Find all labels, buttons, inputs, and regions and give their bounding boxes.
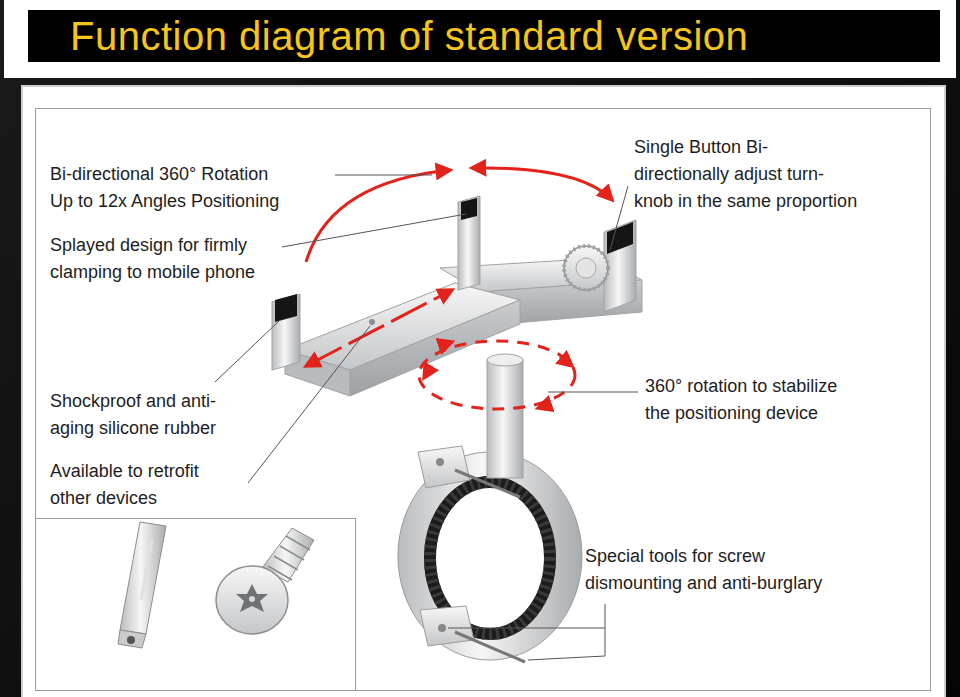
callout-label: Bi-directional 360° Rotation Up to 12x A…	[50, 161, 282, 215]
leader-line	[282, 214, 466, 247]
leader-line	[548, 392, 638, 393]
leader-line	[335, 175, 432, 176]
stem-rotation-arrow	[419, 341, 575, 409]
rotation-arrow	[306, 170, 450, 262]
clamp-ear	[420, 606, 474, 646]
title-bar	[28, 10, 940, 62]
turn-knob	[564, 246, 608, 290]
silicone-pad	[275, 294, 297, 322]
left-jaw	[272, 294, 300, 370]
arrow-head	[538, 404, 550, 408]
callout-label: Single Button Bi-directionally adjust tu…	[634, 134, 860, 215]
inset-frame	[36, 519, 356, 691]
rotation-arrow	[472, 168, 612, 200]
stem-cylinder	[487, 360, 523, 478]
panel-border	[36, 109, 931, 691]
knob-ridges	[564, 246, 608, 290]
clamp-ear	[418, 446, 470, 488]
title-frame	[4, 0, 956, 78]
clamp-opening	[437, 489, 543, 627]
leader-line	[528, 628, 605, 660]
silicone-pad	[461, 198, 477, 220]
leader-line	[448, 604, 605, 628]
phone-holder	[272, 196, 642, 396]
arrow-head	[560, 356, 572, 366]
torx-tip	[118, 630, 146, 648]
stem	[487, 354, 523, 478]
silicone-pad	[607, 222, 633, 254]
motion-arrows	[306, 168, 612, 409]
stem-top	[487, 354, 523, 366]
torx-socket	[236, 584, 268, 612]
callout-label: Available to retrofit other devices	[50, 458, 201, 512]
tool-inset	[36, 519, 356, 691]
leader-line	[610, 186, 628, 250]
page-title: Function diagram of standard version	[70, 10, 748, 62]
callout-label: Splayed design for firmly clamping to mo…	[50, 232, 258, 286]
screw-hole	[436, 458, 444, 466]
torx-pin-hole	[127, 636, 135, 644]
callout-label: Shockproof and anti-aging silicone rubbe…	[50, 388, 219, 442]
knob-cap	[576, 258, 596, 278]
callout-label: Special tools for screw dismounting and …	[585, 543, 825, 597]
callout-label: 360° rotation to stabilize the positioni…	[645, 373, 840, 427]
middle-jaw	[458, 196, 480, 290]
bit-highlight	[141, 540, 152, 600]
security-pin	[249, 596, 255, 602]
slide-rail-side	[350, 300, 520, 396]
arrow-head	[440, 342, 452, 346]
bolt	[455, 632, 525, 662]
torx-bit	[120, 522, 166, 634]
screw-hole	[438, 624, 446, 632]
leader-lines	[215, 175, 638, 660]
leader-line	[248, 326, 370, 483]
leader-line	[215, 320, 280, 382]
panel	[22, 86, 945, 697]
slide-arrow	[306, 290, 452, 366]
retrofit-hole	[369, 319, 375, 325]
arrow-head	[424, 368, 430, 378]
screw-head	[216, 566, 288, 634]
